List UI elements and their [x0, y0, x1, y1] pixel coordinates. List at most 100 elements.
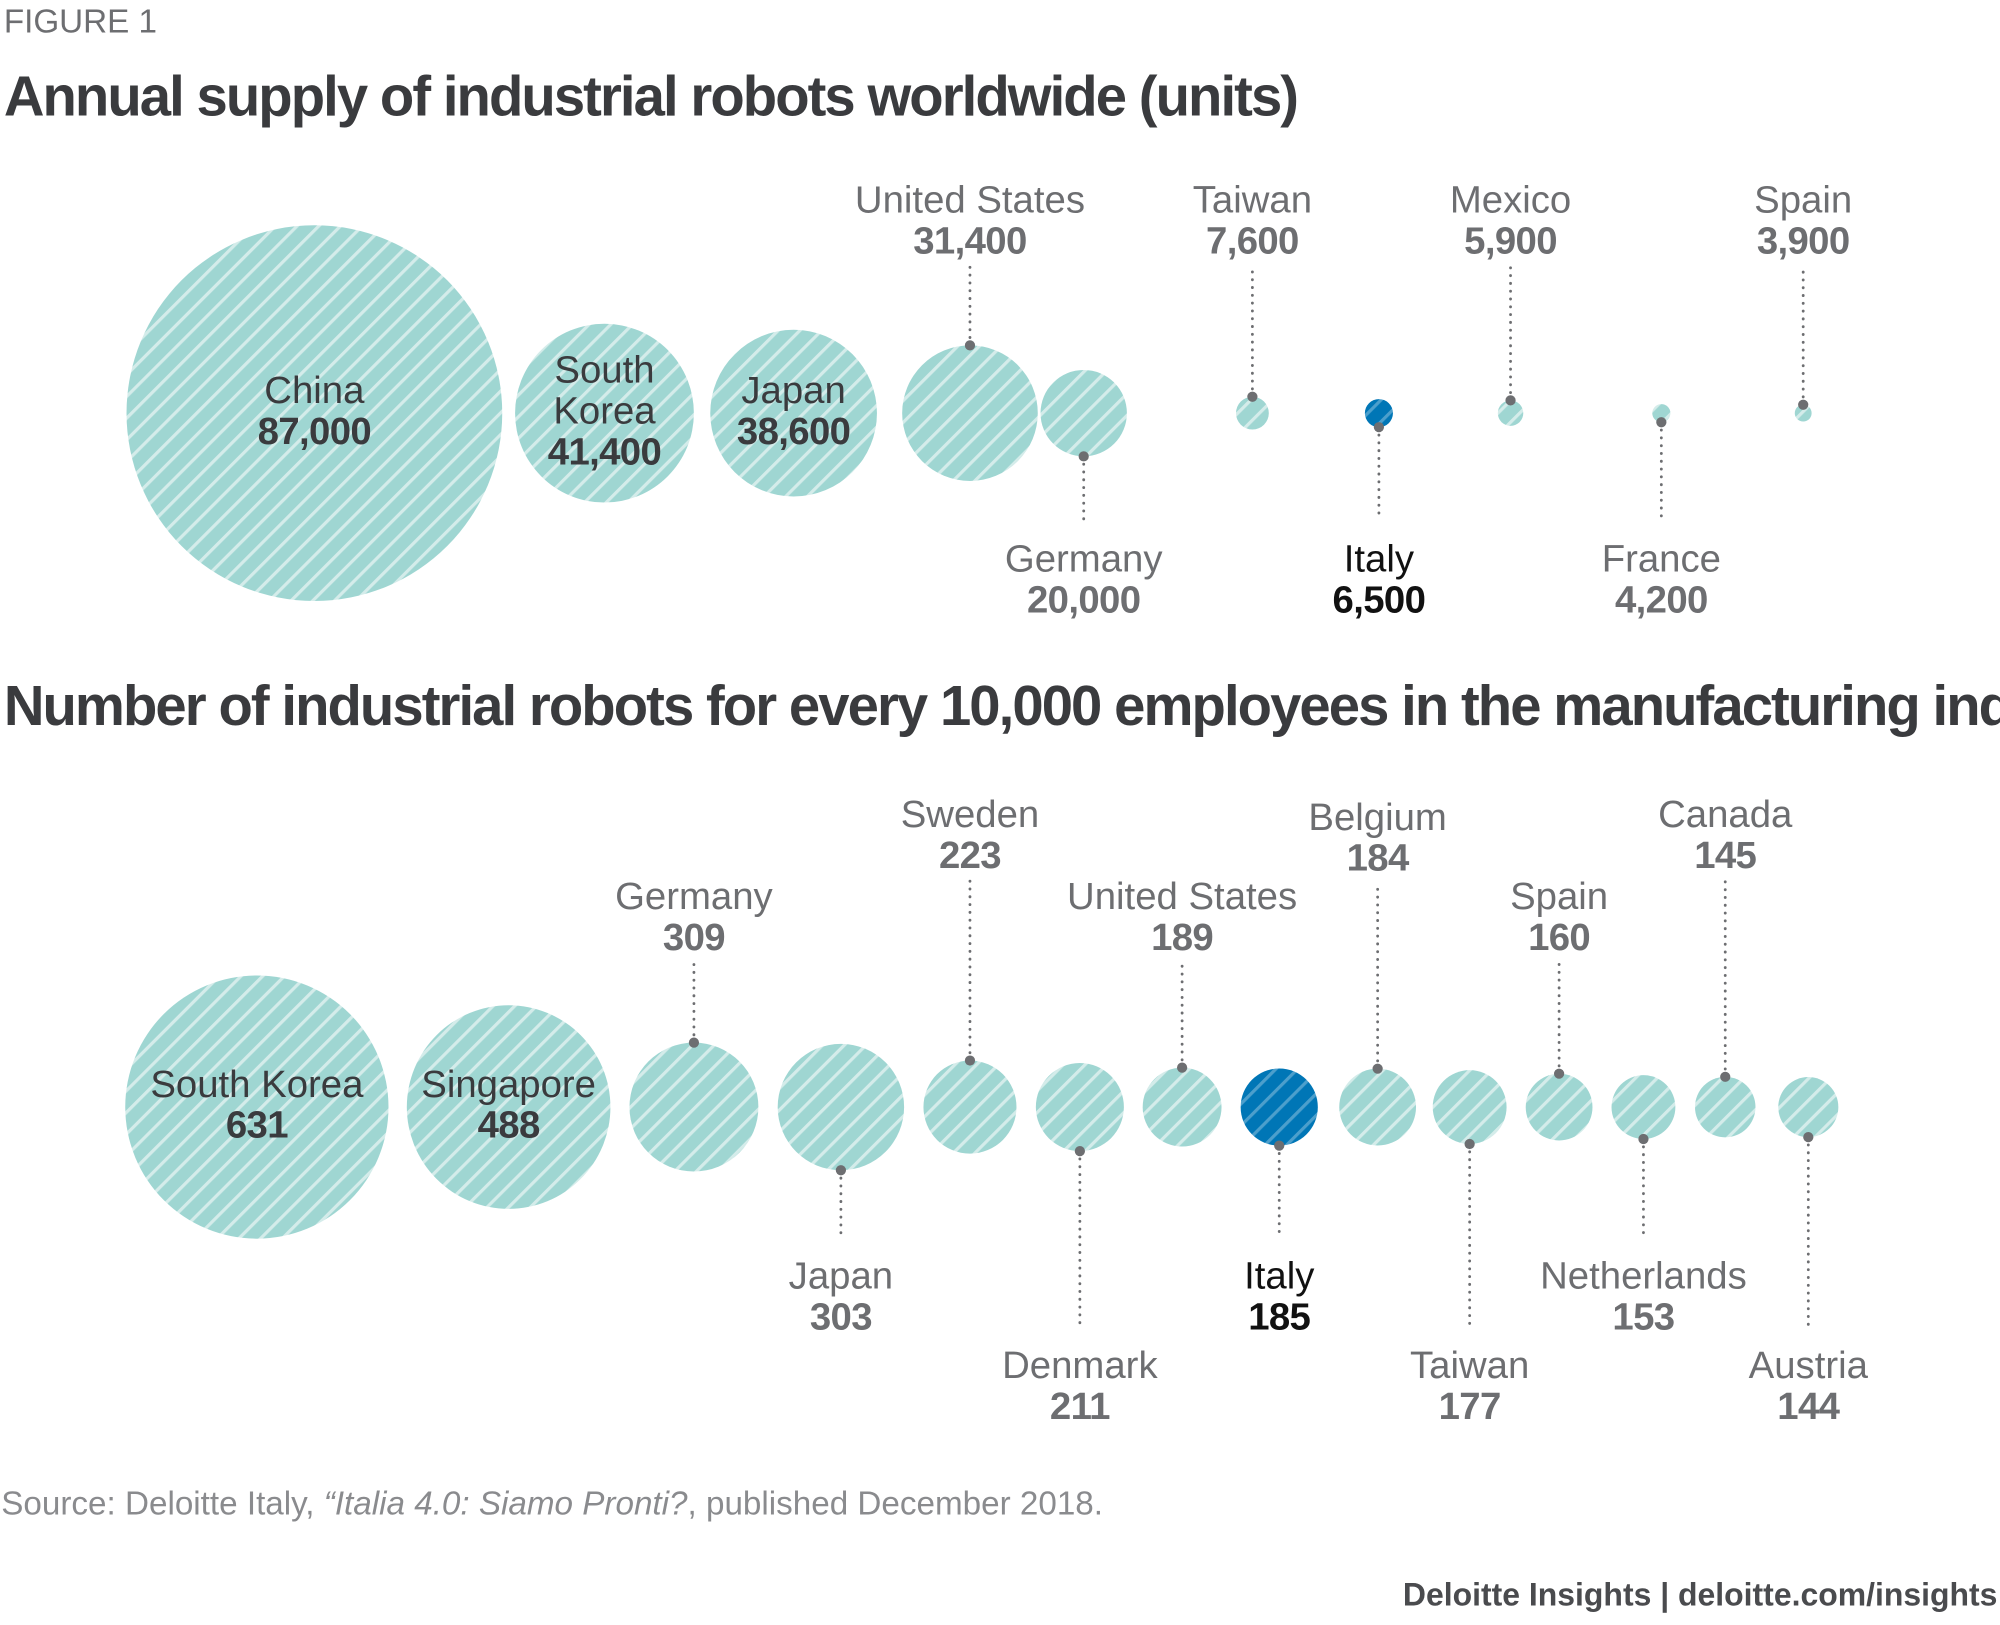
bubble-value: 631 [226, 1104, 288, 1147]
bubble-mark [126, 225, 503, 601]
leader-dot [1798, 399, 1809, 410]
bubble-label: Netherlands [1540, 1255, 1747, 1298]
leader-dot [688, 1037, 700, 1048]
bubble-value: 31,400 [913, 219, 1026, 262]
bubble-mark [1040, 369, 1127, 457]
leader-dot [1373, 422, 1385, 433]
bubble-label: Sweden [901, 793, 1040, 836]
bubble-value: 177 [1439, 1385, 1501, 1428]
leader-dot [1656, 417, 1667, 428]
bubble-mark [902, 345, 1038, 481]
bubble-mark [1652, 404, 1671, 423]
bubble-mark [629, 1042, 759, 1172]
bubble-mark [777, 1043, 905, 1171]
bubble-value: 211 [1050, 1385, 1110, 1428]
leader-dot [1720, 1071, 1731, 1082]
bubble-mark [1240, 1068, 1318, 1146]
bubble-value: 185 [1248, 1295, 1310, 1338]
bubble-value: 6,500 [1333, 578, 1426, 621]
bubble-mark [1497, 400, 1524, 426]
bubble-label: Japan [789, 1255, 893, 1298]
bubble-label: United States [855, 179, 1085, 222]
bubble-label: France [1602, 538, 1721, 581]
leader-dot [1803, 1131, 1814, 1143]
bubble-label: Austria [1749, 1344, 1869, 1387]
chart-title-supply: Annual supply of industrial robots world… [4, 64, 1297, 127]
bubble-label: Taiwan [1410, 1344, 1529, 1387]
bubble-label: Mexico [1450, 179, 1571, 222]
bubble-chart-density: South Korea631Singapore488Germany309Japa… [125, 793, 1869, 1428]
bubble-value: 3,900 [1757, 219, 1850, 262]
bubble-label: Japan [741, 369, 845, 412]
bubble-label: South [554, 348, 654, 391]
bubble-mark [1432, 1070, 1507, 1144]
bubble-label: Spain [1510, 875, 1608, 918]
bubble-label: Germany [1005, 538, 1163, 581]
bubble-label: Denmark [1002, 1344, 1158, 1387]
bubble-mark [1339, 1068, 1417, 1146]
bubble-mark [1778, 1077, 1839, 1138]
bubble-label: South Korea [150, 1063, 364, 1106]
bubble-value: 41,400 [548, 430, 661, 473]
bubble-mark [710, 329, 877, 497]
bubble-value: 184 [1347, 837, 1410, 880]
bubble-value: 20,000 [1027, 578, 1140, 621]
bubble-value: 144 [1777, 1385, 1840, 1428]
bubble-mark [1794, 404, 1812, 422]
bubble-label: Italy [1344, 538, 1415, 581]
bubble-value: 160 [1528, 916, 1590, 959]
bubble-label: Taiwan [1193, 179, 1312, 222]
figure-label: FIGURE 1 [4, 3, 157, 40]
bubble-label: Spain [1754, 179, 1852, 222]
leader-dot [1176, 1062, 1188, 1073]
chart-title-density: Number of industrial robots for every 10… [4, 674, 2000, 737]
bubble-value: 303 [810, 1295, 872, 1338]
leader-dot [1505, 395, 1516, 406]
bubble-mark [1364, 399, 1393, 428]
leader-dot [1464, 1138, 1475, 1150]
bubble-mark [125, 975, 389, 1239]
bubble-mark [1142, 1067, 1222, 1147]
source-note: Source: Deloitte Italy, “Italia 4.0: Sia… [1, 1486, 1103, 1523]
leader-dot [964, 1055, 976, 1066]
bubble-mark [515, 323, 694, 503]
leader-dot [1553, 1068, 1565, 1079]
bubble-label: Italy [1244, 1255, 1315, 1298]
bubble-value: 488 [478, 1104, 540, 1147]
bubble-value: 7,600 [1206, 219, 1299, 262]
bubble-value: 223 [939, 834, 1001, 877]
leader-dot [1372, 1063, 1383, 1074]
leader-dot [1074, 1145, 1085, 1157]
bubble-label: China [264, 369, 365, 412]
bubble-label: Canada [1658, 793, 1793, 836]
bubble-mark [1611, 1075, 1676, 1139]
bubble-mark [406, 1005, 611, 1209]
leader-dot [1638, 1133, 1649, 1145]
bubble-value: 153 [1612, 1295, 1674, 1338]
leader-dot [1078, 451, 1089, 462]
leader-dot [1274, 1140, 1285, 1151]
bubble-value: 309 [663, 916, 725, 959]
bubble-chart-supply: China87,000SouthKorea41,400Japan38,600Un… [126, 179, 1852, 621]
branding: Deloitte Insights | deloitte.com/insight… [1403, 1576, 1998, 1612]
bubble-label: Korea [553, 389, 656, 432]
